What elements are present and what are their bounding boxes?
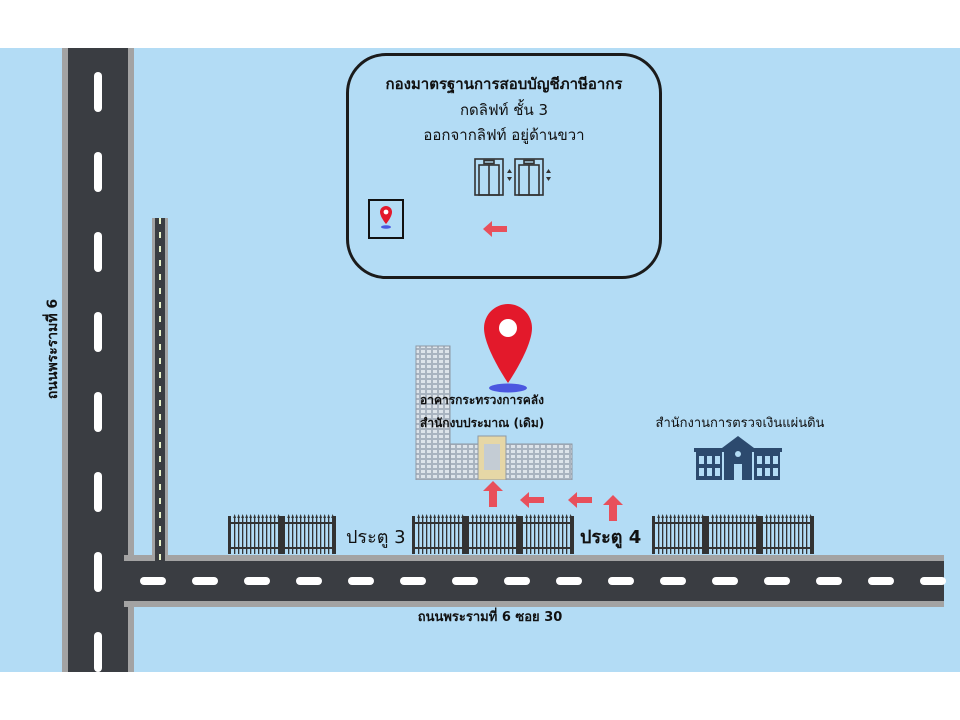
lane-dash (764, 577, 790, 585)
gate3-label: ประตู 3 (346, 527, 406, 548)
lane-dash (660, 577, 686, 585)
ministry-building-label-line2: สำนักงบประมาณ (เดิม) (420, 416, 545, 430)
lane-dash (920, 577, 946, 585)
fence-icon (282, 514, 336, 554)
lane-dash (816, 577, 842, 585)
fence-icon (652, 514, 706, 554)
location-pin-icon (380, 206, 392, 229)
lane-dash (400, 577, 426, 585)
map-area: ถนนพระรามที่ 6 ถนนพระรามที่ 6 ซอย 30 กอง… (0, 48, 960, 672)
lane-dash (244, 577, 270, 585)
office-title: กองมาตรฐานการสอบบัญชีภาษีอากร (385, 75, 623, 93)
road-rama6 (62, 48, 134, 672)
arrow-left-icon (568, 492, 592, 508)
ministry-building-label-line1: อาคารกระทรวงการคลัง (420, 393, 544, 407)
location-pin-icon (484, 304, 532, 393)
lane-dash (348, 577, 374, 585)
lane-dash (712, 577, 738, 585)
fence-icon (228, 514, 282, 554)
fence-icon (706, 514, 760, 554)
exit-instruction: ออกจากลิฟท์ อยู่ด้านขวา (423, 126, 585, 144)
arrow-left-icon (520, 492, 544, 508)
lane-dash (296, 577, 322, 585)
arrow-left-icon (483, 221, 507, 237)
fence-icon (520, 514, 574, 554)
road-label-rama6-soi30: ถนนพระรามที่ 6 ซอย 30 (417, 610, 563, 625)
lane-dash (192, 577, 218, 585)
fence-icon (412, 514, 466, 554)
side-road (152, 218, 168, 561)
lane-dash (868, 577, 894, 585)
lane-dash (556, 577, 582, 585)
government-building-icon (694, 436, 782, 480)
lane-dash (504, 577, 530, 585)
elevator-icon (474, 158, 551, 196)
fence-icon (466, 514, 520, 554)
gate4-label: ประตู 4 (580, 527, 642, 548)
road-label-rama6: ถนนพระรามที่ 6 (45, 298, 61, 400)
audit-office-label: สำนักงานการตรวจเงินแผ่นดิน (655, 416, 825, 431)
lane-dash (452, 577, 478, 585)
lane-dash (608, 577, 634, 585)
arrow-up-icon (483, 481, 503, 507)
lane-dash (140, 577, 166, 585)
office-building-icon (415, 345, 573, 480)
destination-marker-box (368, 199, 404, 239)
floor-instruction: กดลิฟท์ ชั้น 3 (459, 101, 549, 119)
arrow-up-icon (603, 495, 623, 521)
fence-icon (760, 514, 814, 554)
directions-box: กองมาตรฐานการสอบบัญชีภาษีอากร กดลิฟท์ ชั… (346, 53, 662, 279)
